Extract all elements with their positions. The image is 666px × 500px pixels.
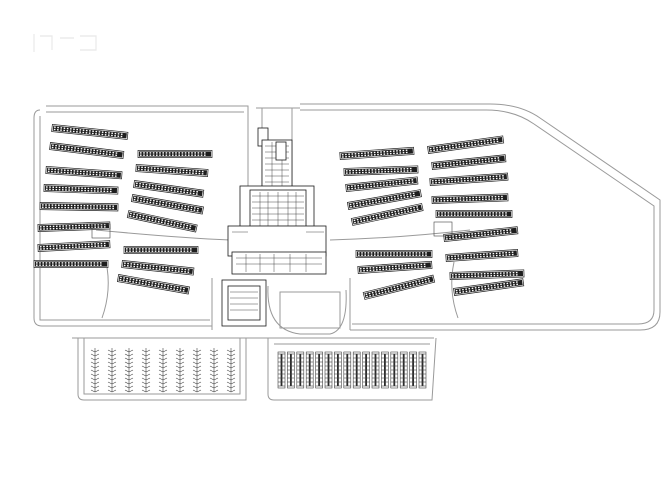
residential-block bbox=[339, 146, 415, 160]
block-body bbox=[134, 181, 203, 197]
residential-block bbox=[357, 260, 433, 274]
parking-bay bbox=[362, 351, 370, 389]
left-residential-wing bbox=[33, 124, 213, 295]
residential-block bbox=[123, 246, 199, 254]
residential-block bbox=[137, 150, 213, 158]
block-body bbox=[364, 276, 434, 299]
parking-strip bbox=[141, 348, 151, 393]
block-body bbox=[40, 203, 118, 210]
residential-block bbox=[355, 250, 433, 258]
residential-block bbox=[343, 165, 419, 176]
residential-block bbox=[345, 176, 419, 192]
parking-strip bbox=[209, 348, 219, 393]
parking-bay bbox=[334, 351, 342, 389]
block-body bbox=[454, 279, 523, 295]
residential-block bbox=[350, 203, 424, 226]
residential-block bbox=[346, 189, 422, 210]
parking-strip bbox=[124, 348, 134, 393]
base-block bbox=[227, 225, 327, 257]
parking-bay bbox=[418, 351, 427, 389]
residential-block bbox=[116, 274, 190, 295]
block-body bbox=[128, 211, 197, 231]
residential-block bbox=[431, 193, 509, 204]
residential-block bbox=[33, 260, 109, 268]
lower-base-block bbox=[231, 251, 327, 275]
residential-block bbox=[135, 164, 209, 177]
parking-strip bbox=[192, 348, 202, 393]
residential-block bbox=[445, 249, 519, 262]
parking-bay bbox=[381, 351, 389, 389]
parking-bay bbox=[277, 351, 286, 389]
parking-bay bbox=[324, 351, 333, 389]
residential-block bbox=[43, 184, 119, 195]
block-body bbox=[139, 151, 211, 157]
residential-block bbox=[362, 274, 436, 300]
parking-bay bbox=[343, 351, 352, 389]
parking-strip bbox=[158, 348, 168, 393]
parking-field-right bbox=[277, 351, 427, 389]
parking-bay bbox=[399, 351, 408, 389]
block-body bbox=[352, 204, 422, 225]
block-body bbox=[430, 174, 507, 185]
residential-block bbox=[126, 210, 198, 233]
parking-bay bbox=[315, 351, 323, 389]
residential-block bbox=[453, 278, 525, 296]
residential-block bbox=[429, 172, 509, 186]
parking-bay bbox=[390, 351, 399, 389]
parking-bay bbox=[352, 351, 361, 389]
parking-bay bbox=[296, 351, 305, 389]
residential-block bbox=[39, 202, 119, 212]
stair-core bbox=[275, 141, 287, 161]
parking-strip bbox=[175, 348, 185, 393]
residential-block bbox=[37, 240, 111, 252]
residential-block bbox=[130, 194, 204, 215]
parking-field-left bbox=[90, 348, 236, 393]
residential-block bbox=[435, 210, 513, 218]
residential-block bbox=[443, 226, 519, 242]
residential-block bbox=[45, 166, 123, 180]
block-body bbox=[35, 261, 107, 267]
auditorium-hall bbox=[227, 285, 261, 321]
courtyard bbox=[433, 221, 453, 237]
right-residential-wing bbox=[339, 135, 525, 300]
residential-block bbox=[121, 260, 195, 276]
parking-strip bbox=[107, 348, 117, 393]
parking-bay bbox=[371, 351, 380, 389]
residential-block bbox=[427, 135, 505, 154]
parking-strip bbox=[226, 348, 236, 393]
block-body bbox=[437, 211, 511, 217]
parking-bay bbox=[409, 351, 417, 389]
residential-block bbox=[449, 269, 525, 280]
residential-block bbox=[49, 142, 125, 159]
central-complex bbox=[221, 127, 327, 327]
block-body bbox=[125, 247, 197, 253]
parking-bay bbox=[305, 351, 314, 389]
residential-block bbox=[431, 154, 507, 170]
block-body bbox=[357, 251, 431, 257]
residential-block bbox=[51, 124, 129, 140]
ghost-marks bbox=[33, 34, 97, 52]
parking-bay bbox=[287, 351, 295, 389]
residential-block bbox=[133, 180, 205, 198]
parking-strip bbox=[90, 348, 100, 393]
courtyard bbox=[91, 223, 111, 239]
